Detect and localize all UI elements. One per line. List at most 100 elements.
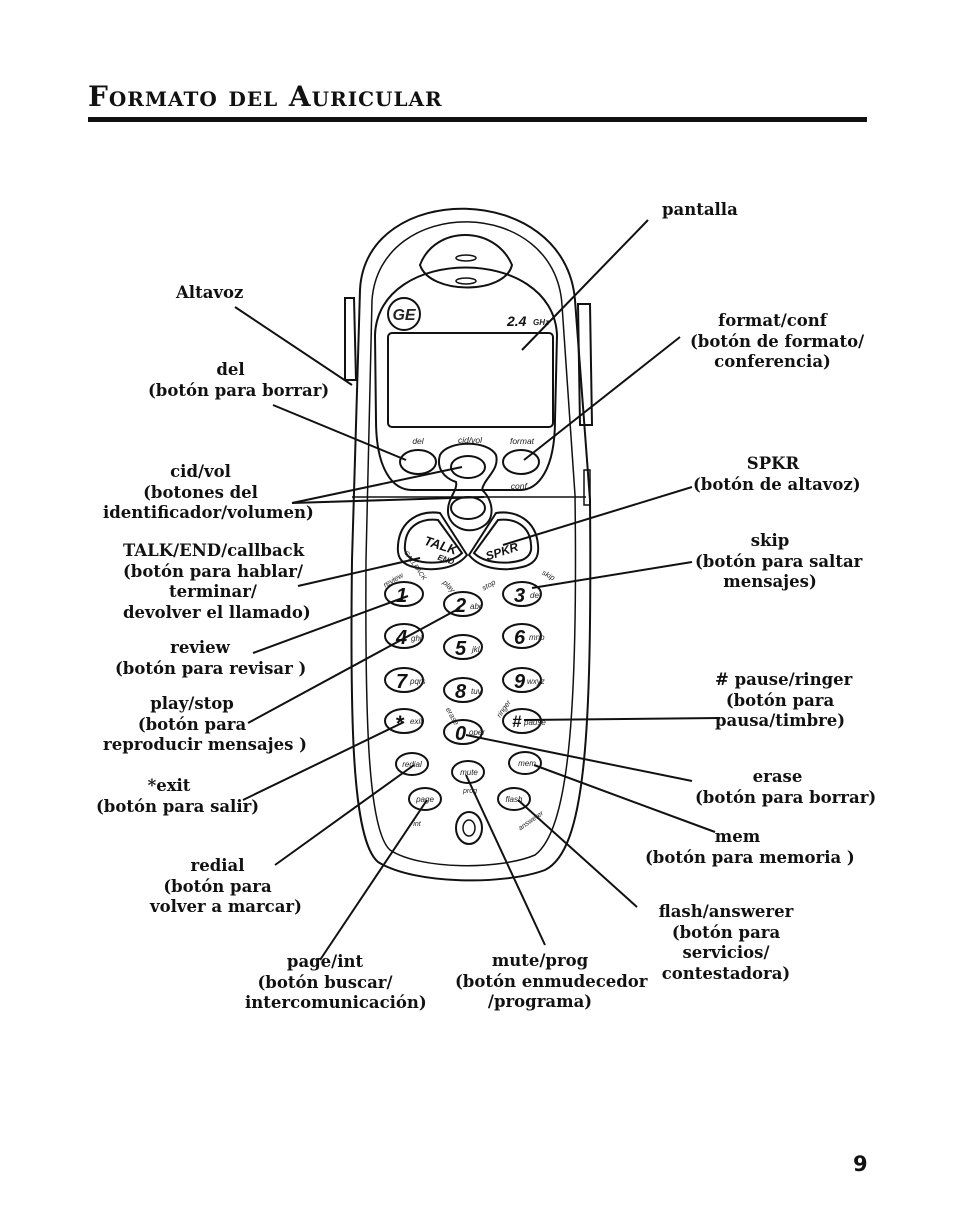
- label-skip-line: skip: [750, 531, 790, 550]
- cidvol-key-label: cid/vol: [458, 435, 483, 445]
- key-0-label: oper: [469, 728, 485, 737]
- label-page-int-line: page/int: [286, 952, 364, 971]
- label-mem-line: mem: [714, 827, 761, 846]
- microphone-outer: [455, 811, 483, 845]
- label-mute-prog-line: /programa): [487, 992, 593, 1011]
- label-review-line: review: [170, 638, 230, 657]
- label-exit: *exit(botón para salir): [96, 776, 259, 817]
- label-format-conf-line: format/conf: [718, 311, 827, 330]
- key-8-digit: 8: [455, 681, 467, 703]
- label-del: del(botón para borrar): [148, 360, 329, 401]
- key-7: [384, 667, 424, 693]
- label-spkr-line: SPKR: [746, 454, 800, 473]
- band-text: 2.4: [506, 313, 527, 329]
- mem-key: [508, 751, 542, 775]
- spkr-key-label: SPKR: [484, 540, 520, 564]
- key-2-digit: 2: [454, 595, 466, 617]
- cid-up-key: [450, 455, 486, 479]
- talk-end-key-outer: [396, 511, 469, 571]
- label-pantalla: pantalla: [662, 200, 738, 221]
- leader-erase: [465, 734, 693, 782]
- key-star: [384, 708, 424, 734]
- key-9-digit: 9: [514, 671, 526, 693]
- spkr-key: [472, 518, 533, 564]
- label-format-conf-line: conferencia): [714, 352, 831, 371]
- earpiece: [418, 234, 514, 289]
- key-8-letters: tuv: [471, 687, 483, 696]
- label-talk-end: TALK/END/callback(botón para hablar/term…: [123, 541, 311, 623]
- label-pause-ringer-line: (botón para: [725, 690, 835, 710]
- earpiece-slot-top: [455, 254, 477, 262]
- key-2: [443, 591, 483, 617]
- talk-end-key: [403, 518, 464, 564]
- label-redial-line: redial: [190, 856, 245, 875]
- erase-key-label: erase: [444, 706, 461, 727]
- key-6-digit: 6: [514, 627, 526, 649]
- key-8: [443, 677, 483, 703]
- lcd-screen: [387, 332, 554, 428]
- label-cid-vol-line: cid/vol: [170, 462, 231, 481]
- leader-pantalla: [521, 219, 649, 351]
- key-pound-symbol: #: [512, 712, 522, 731]
- leader-del: [272, 404, 407, 461]
- label-pause-ringer-line: # pause/ringer: [715, 670, 853, 689]
- leader-cid-vol-down: [291, 496, 485, 504]
- key-9-letters: wxyz: [527, 677, 545, 686]
- handset-body-outline: [350, 207, 592, 882]
- key-0-digit: 0: [455, 723, 466, 745]
- label-erase-line: erase: [752, 767, 803, 786]
- label-mute-prog-line: mute/prog: [491, 951, 589, 970]
- page-key: [408, 787, 442, 811]
- skip-key-label: skip: [541, 568, 557, 582]
- flash-key: [497, 787, 531, 811]
- label-mem: mem(botón para memoria ): [645, 827, 855, 868]
- title-rule: [88, 117, 867, 122]
- leader-review: [252, 595, 409, 654]
- label-skip-line: (botón para saltar: [695, 551, 863, 571]
- redial-key: [395, 752, 429, 776]
- flash-key-label: flash: [506, 795, 523, 804]
- label-pantalla-line: pantalla: [662, 200, 738, 219]
- leader-flash-answerer: [517, 799, 638, 908]
- label-flash-answerer-line: flash/answerer: [658, 902, 794, 921]
- band-unit-text: GHz: [533, 318, 549, 327]
- label-cid-vol-line: (botones del: [143, 482, 258, 502]
- label-page-int: page/int(botón buscar/intercomunicación): [245, 952, 427, 1014]
- page-key-label: page: [415, 795, 434, 804]
- mute-key: [451, 760, 485, 784]
- label-format-conf: format/conf(botón de formato/conferencia…: [690, 311, 864, 373]
- format-key: [502, 449, 540, 475]
- mute-key-label: mute: [460, 768, 478, 777]
- key-5: [443, 634, 483, 660]
- label-talk-end-line: TALK/END/callback: [123, 541, 305, 560]
- label-mute-prog: mute/prog(botón enmudecedor/programa): [455, 951, 647, 1013]
- int-key-label: int: [413, 821, 421, 828]
- leader-mem: [533, 764, 716, 833]
- label-del-line: del: [216, 360, 245, 379]
- key-pound-label: pause: [523, 718, 546, 727]
- leader-talk-end: [297, 557, 421, 587]
- key-6: [502, 623, 542, 649]
- label-page-int-line: (botón buscar/: [257, 972, 393, 992]
- leader-format-conf: [523, 336, 681, 461]
- label-play-stop-line: reproducir mensajes ): [103, 735, 307, 754]
- label-erase-line: (botón para borrar): [695, 787, 877, 807]
- leader-redial: [274, 764, 415, 866]
- ringer-key-label: ringer: [494, 698, 513, 719]
- label-cid-vol-line: identificador/volumen): [103, 503, 314, 522]
- label-flash-answerer-line: servicios/: [682, 943, 770, 962]
- cid-vol-key-ring: [438, 442, 498, 532]
- key-1-digit: 1: [396, 585, 407, 607]
- key-4-letters: ghi: [411, 634, 422, 643]
- conf-key-label: conf.: [511, 481, 529, 491]
- stop-key-label: stop: [480, 578, 497, 593]
- key-1: [384, 581, 424, 607]
- prog-key-label: prog: [462, 788, 477, 795]
- label-pause-ringer-line: pausa/timbre): [715, 711, 846, 730]
- format-key-label: format: [510, 436, 535, 446]
- leader-spkr: [502, 486, 693, 546]
